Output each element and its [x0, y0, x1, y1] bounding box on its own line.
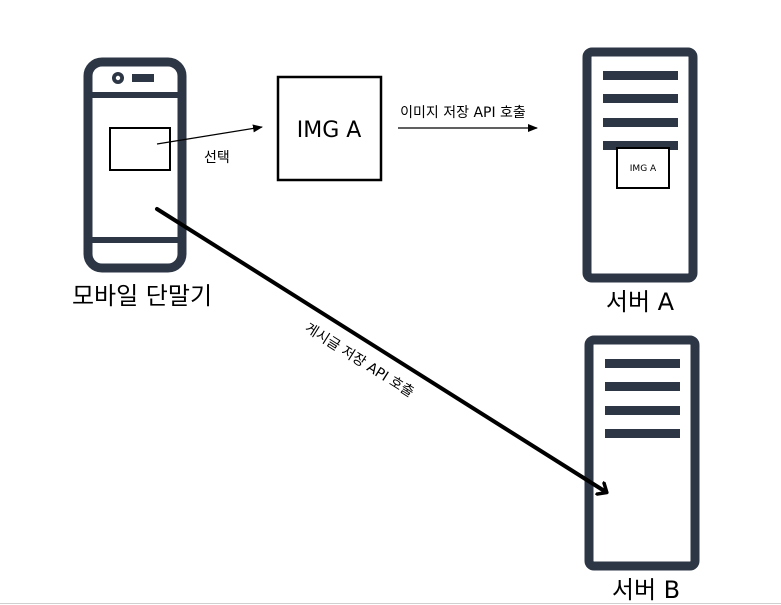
server-b-label: 서버 B: [612, 576, 680, 604]
server-a-icon: [582, 47, 698, 283]
stored-image-label: IMG A: [630, 164, 657, 174]
speaker-icon: [132, 74, 154, 82]
server-a-label: 서버 A: [606, 288, 675, 316]
selected-image-thumbnail: [109, 127, 171, 171]
image-a-box: [276, 75, 383, 182]
mobile-body: [83, 57, 187, 273]
server-a-drive: [603, 118, 678, 127]
select-label: 선택: [204, 150, 230, 166]
mobile-device-icon: [83, 57, 187, 273]
server-a-drive: [603, 94, 678, 103]
server-b-drive: [605, 359, 680, 368]
server-b-icon: [584, 335, 700, 571]
server-a-drive: [603, 71, 678, 80]
server-b-drive: [605, 429, 680, 438]
save-image-label: 이미지 저장 API 호출: [400, 105, 526, 121]
server-b-drive: [605, 382, 680, 391]
select-arrow: [156, 124, 263, 145]
post-save-arrow: [155, 207, 606, 492]
server-a-drive: [603, 141, 678, 150]
mobile-label: 모바일 단말기: [72, 282, 212, 310]
stored-image-box: [616, 147, 670, 189]
server-b-drive: [605, 406, 680, 415]
server-a-body: [582, 47, 698, 283]
bottom-divider: [0, 603, 781, 604]
image-a-label: IMG A: [297, 118, 362, 143]
server-b-body: [584, 335, 700, 571]
